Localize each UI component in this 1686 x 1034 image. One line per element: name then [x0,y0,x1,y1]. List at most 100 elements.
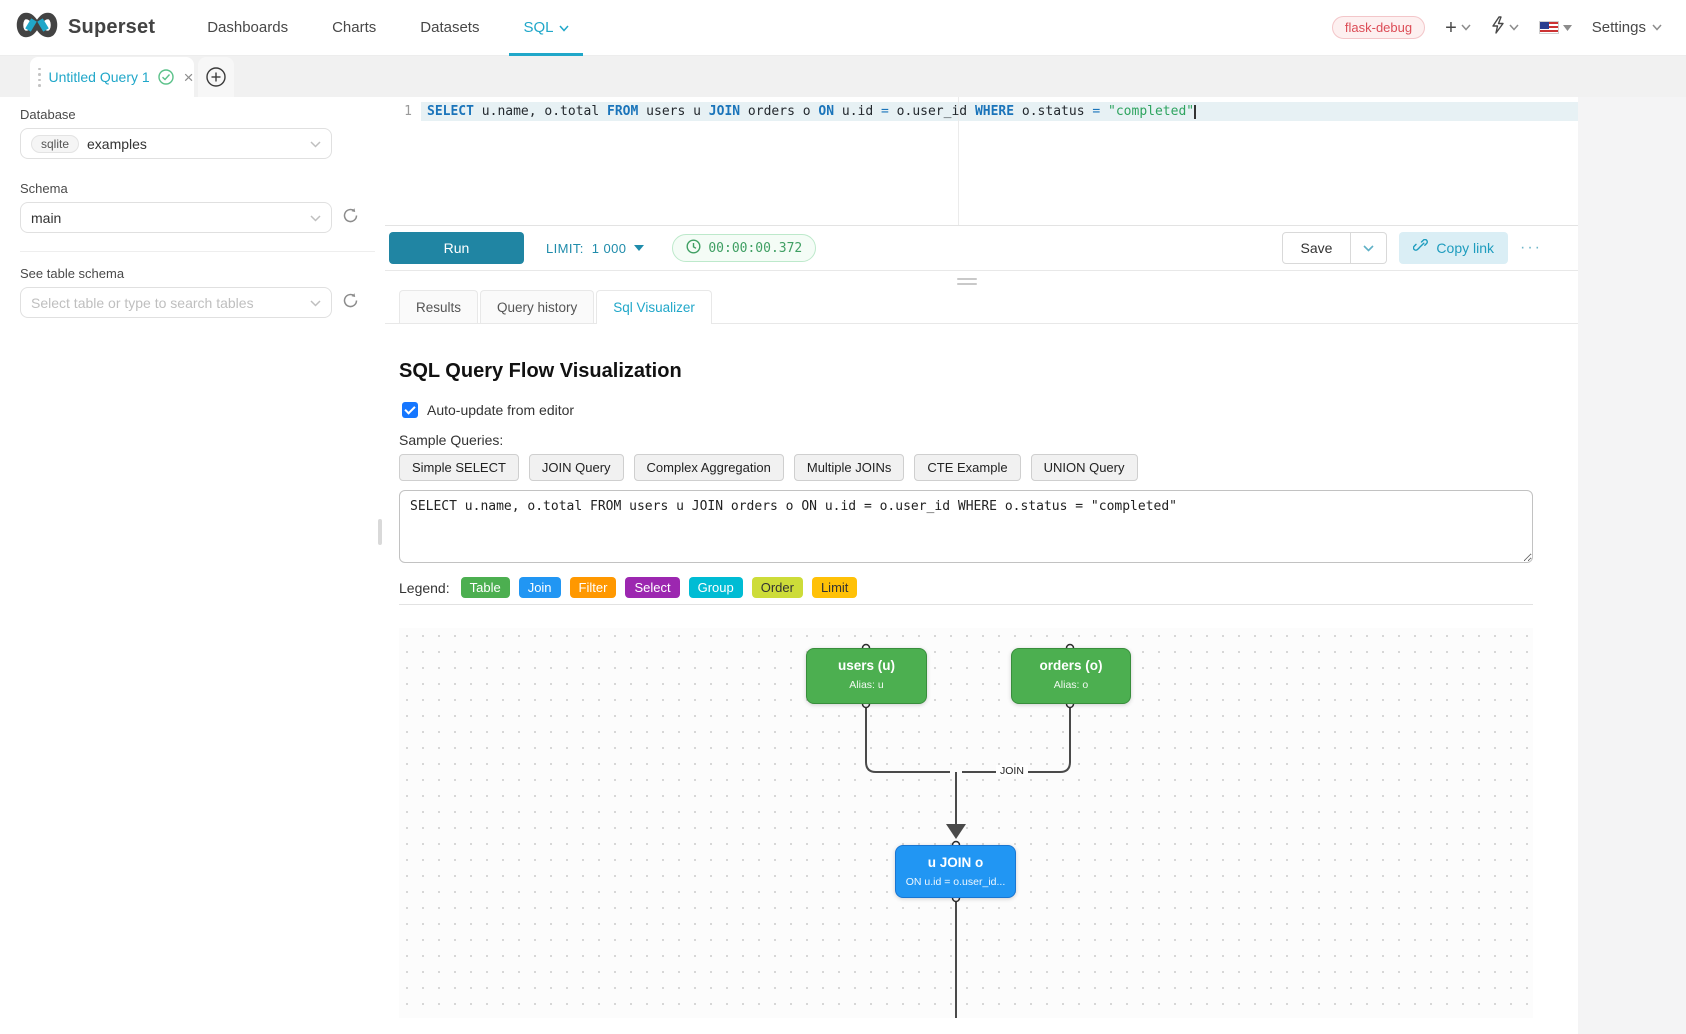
drag-handle-icon[interactable] [38,67,41,87]
sample-query-button[interactable]: CTE Example [914,454,1021,481]
timer-value: 00:00:00.372 [708,240,803,256]
sample-query-buttons: Simple SELECT JOIN Query Complex Aggregati… [399,454,1138,481]
run-button[interactable]: Run [389,232,524,264]
sample-query-button[interactable]: Complex Aggregation [633,454,784,481]
page-right-gutter [1578,97,1686,1034]
chevron-down-icon [1509,24,1519,31]
caret-down-icon [1562,24,1572,31]
save-button[interactable]: Save [1281,232,1352,264]
sample-query-button[interactable]: UNION Query [1030,454,1138,481]
flow-edges [861,643,1075,1018]
query-timer-badge: 00:00:00.372 [672,234,817,262]
sample-query-button[interactable]: Simple SELECT [399,454,519,481]
schema-select[interactable]: main [20,202,332,233]
database-label: Database [20,107,76,122]
environment-badge: flask-debug [1331,16,1426,39]
text-cursor [1194,105,1196,119]
visualizer-query-input[interactable]: SELECT u.name, o.total FROM users u JOIN… [399,490,1533,563]
legend-badge: Order [751,577,803,598]
refresh-tables-icon[interactable] [342,292,359,314]
sidebar-divider [20,251,375,252]
join-edge-label: JOIN [996,765,1028,777]
new-item-menu[interactable]: + [1445,18,1471,38]
editor-active-line [421,102,1578,121]
line-number: 1 [404,104,412,119]
settings-menu[interactable]: Settings [1592,19,1662,36]
us-flag-icon [1538,21,1559,34]
schema-value: main [31,209,62,226]
editor-print-margin [958,97,959,225]
query-tab-strip: Untitled Query 1 × [0,56,1686,97]
main-nav: Dashboards Charts Datasets SQL [185,0,591,56]
pane-resize-handle[interactable] [378,519,382,545]
chevron-down-icon [310,209,321,227]
legend: Legend: Table Join Filter Select Group Order L… [399,577,858,598]
tab-results[interactable]: Results [399,290,479,323]
legend-badge: Group [688,577,743,598]
language-picker[interactable] [1538,21,1572,34]
sql-code-line[interactable]: SELECT u.name, o.total FROM users u JOIN… [427,104,1196,119]
nav-charts[interactable]: Charts [332,19,377,36]
table-select-placeholder: Select table or type to search tables [31,294,254,311]
sample-query-button[interactable]: Multiple JOINs [793,454,905,481]
limit-dropdown[interactable]: LIMIT: 1 000 [546,241,645,256]
copy-link-button[interactable]: Copy link [1399,232,1509,264]
nav-sql[interactable]: SQL [501,0,591,56]
panel-resize-handle[interactable] [957,278,977,288]
superset-logo-icon [14,11,60,44]
database-select[interactable]: sqlite examples [20,128,332,159]
sample-query-button[interactable]: JOIN Query [528,454,624,481]
close-tab-icon[interactable]: × [183,67,194,87]
flow-node-orders[interactable]: orders (o) Alias: o [1011,648,1131,704]
visualizer-divider [399,604,1533,605]
result-tabs: Results Query history Sql Visualizer [385,290,1578,324]
chevron-down-icon [1652,24,1662,31]
query-tab-title: Untitled Query 1 [48,69,150,85]
legend-badge: Filter [569,577,617,598]
new-query-tab-button[interactable] [198,57,234,97]
legend-label: Legend: [399,579,450,596]
tab-sql-visualizer[interactable]: Sql Visualizer [596,290,712,324]
lightning-icon [1491,16,1505,39]
legend-badge: Select [625,577,680,598]
chevron-down-icon [559,19,570,36]
flow-node-join[interactable]: u JOIN o ON u.id = o.user_id... [895,845,1016,898]
query-tab-active[interactable]: Untitled Query 1 × [30,57,194,97]
top-navbar: Superset Dashboards Charts Datasets SQL … [0,0,1686,56]
legend-badge: Join [518,577,561,598]
query-saved-check-icon [157,69,174,85]
legend-badge: Limit [811,577,858,598]
auto-update-control: Auto-update from editor [402,402,574,418]
nav-dashboards[interactable]: Dashboards [207,19,289,36]
auto-update-checkbox[interactable] [402,402,418,418]
chevron-down-icon [310,135,321,153]
database-engine-tag: sqlite [31,134,80,153]
sql-toolbar: Run LIMIT: 1 000 00:00:00.372 Save Copy … [385,226,1578,271]
sql-editor[interactable]: 1 SELECT u.name, o.total FROM users u JO… [385,97,1578,226]
link-icon [1413,238,1429,257]
more-actions-icon[interactable]: ··· [1520,239,1542,256]
clock-icon [686,239,701,257]
brand-name: Superset [68,16,156,38]
editor-gutter: 1 [385,97,421,225]
sqllab-sidebar: Database sqlite examples Schema main See… [20,97,375,1034]
add-icon [206,67,226,87]
legend-badge: Table [460,577,510,598]
query-search-menu[interactable] [1491,16,1519,39]
chevron-down-icon [310,294,321,312]
auto-update-label: Auto-update from editor [427,402,575,418]
tab-query-history[interactable]: Query history [480,290,595,323]
flow-node-users[interactable]: users (u) Alias: u [806,648,927,704]
flow-canvas[interactable]: users (u) Alias: u orders (o) Alias: o u… [399,628,1533,1018]
superset-brand[interactable]: Superset [14,11,155,44]
nav-datasets[interactable]: Datasets [420,19,480,36]
table-schema-label: See table schema [20,266,125,281]
legend-badges: Table Join Filter Select Group Order Limit [460,577,858,598]
caret-down-icon [634,245,645,251]
refresh-schemas-icon[interactable] [342,207,359,229]
plus-icon: + [1445,16,1457,39]
save-split-button: Save [1281,232,1388,264]
table-select[interactable]: Select table or type to search tables [20,287,332,318]
save-options-caret[interactable] [1351,232,1388,264]
visualizer-title: SQL Query Flow Visualization [399,360,682,382]
